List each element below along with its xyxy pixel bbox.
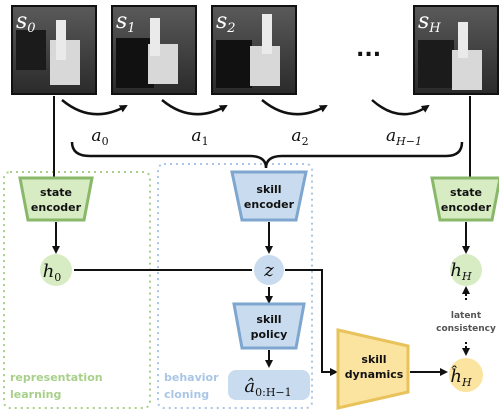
state-encoder-left-label-1: state — [40, 186, 72, 199]
frame-sH-label: sH — [418, 9, 441, 36]
action-arrow-a1 — [161, 99, 228, 116]
svg-text:h0: h0 — [43, 261, 62, 284]
behavior-cloning-label-1: behavior — [164, 371, 219, 384]
frame-s0-label: s0 — [16, 9, 36, 36]
hH-hat-node: ĥH — [449, 358, 483, 392]
representation-learning-label-2: learning — [10, 388, 61, 401]
state-encoder-left: state encoder — [18, 176, 94, 222]
svg-text:â0:H−1: â0:H−1 — [244, 376, 291, 399]
hH-node: hH — [450, 254, 482, 286]
frames-ellipsis: ... — [356, 37, 381, 62]
skill-policy-label-2: policy — [251, 328, 288, 341]
state-encoder-right: state encoder — [430, 176, 499, 222]
state-encoder-right-label-2: encoder — [441, 201, 492, 214]
action-label-a2: a2 — [291, 126, 308, 148]
action-arrow-aH — [371, 99, 430, 116]
frame-s1-label: s1 — [116, 9, 136, 36]
action-label-a1: a1 — [191, 126, 208, 148]
skill-policy-label-1: skill — [256, 313, 281, 326]
frame-s2-label: s2 — [216, 9, 236, 36]
z-to-dynamics-path — [285, 269, 338, 376]
skill-encoder: skill encoder — [230, 170, 308, 222]
representation-learning-region — [3, 171, 151, 409]
action-arrow-a2 — [261, 99, 328, 116]
svg-text:ĥH: ĥH — [450, 364, 472, 389]
svg-text:z: z — [263, 260, 274, 281]
latent-consistency-label-2: consistency — [436, 324, 496, 334]
action-label-aH: aH−1 — [386, 126, 422, 148]
action-arrow-a0 — [61, 99, 128, 116]
latent-consistency-label-1: latent — [451, 311, 482, 321]
h0-node: h0 — [40, 254, 72, 286]
frame-s2: s2 — [211, 5, 297, 95]
sequence-brace — [70, 141, 464, 169]
skill-dynamics-label-2: dynamics — [345, 368, 404, 381]
skill-dynamics: skill dynamics — [336, 328, 410, 410]
skill-encoder-label-1: skill — [256, 183, 281, 196]
svg-text:hH: hH — [450, 260, 472, 283]
frame-s0: s0 — [11, 5, 97, 95]
a-hat-node: â0:H−1 — [228, 370, 310, 400]
state-encoder-left-label-2: encoder — [31, 201, 82, 214]
frame-sH: sH — [413, 5, 499, 95]
skill-encoder-label-2: encoder — [244, 198, 295, 211]
skill-dynamics-label-1: skill — [361, 353, 386, 366]
representation-learning-label-1: representation — [10, 371, 103, 384]
z-node: z — [254, 255, 284, 285]
behavior-cloning-region — [157, 163, 313, 409]
frame-s1: s1 — [111, 5, 197, 95]
state-encoder-right-label-1: state — [450, 186, 482, 199]
action-label-a0: a0 — [91, 126, 108, 148]
skill-policy: skill policy — [232, 302, 306, 350]
behavior-cloning-label-2: cloning — [164, 388, 209, 401]
